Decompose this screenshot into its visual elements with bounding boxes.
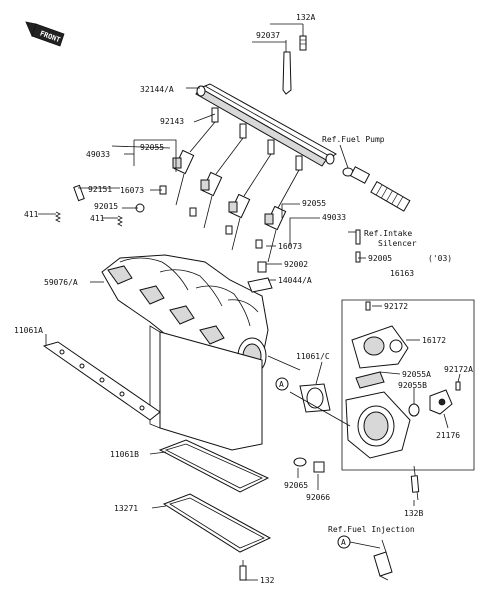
spring-411-left bbox=[55, 211, 61, 223]
throttle-body bbox=[345, 391, 411, 459]
label-92143: 92143 bbox=[160, 117, 184, 126]
callout-a-ref-label: A bbox=[341, 538, 346, 547]
fuel-injection-connector bbox=[373, 539, 393, 581]
label-49033-right: 49033 bbox=[322, 213, 346, 222]
label-49033-left: 49033 bbox=[86, 150, 110, 159]
year-note: ('03) bbox=[428, 254, 452, 263]
throttle-assembly-box bbox=[341, 299, 475, 471]
bolt-92151 bbox=[73, 184, 85, 202]
label-32144a: 32144/A bbox=[140, 85, 174, 94]
label-92055b: 92055B bbox=[398, 381, 427, 390]
ref-intake-line2: Silencer bbox=[378, 239, 417, 248]
label-92005: 92005 bbox=[368, 254, 392, 263]
label-21176: 21176 bbox=[436, 431, 460, 440]
callout-a-main-label: A bbox=[279, 380, 284, 389]
fuel-rail bbox=[195, 83, 337, 171]
label-16172: 16172 bbox=[422, 336, 446, 345]
pin-92037 bbox=[282, 40, 292, 95]
label-92172: 92172 bbox=[384, 302, 408, 311]
label-411-mid: 411 bbox=[90, 214, 105, 223]
label-14044a: 14044/A bbox=[278, 276, 312, 285]
bolt-132a bbox=[299, 30, 307, 51]
reference-labels: Ref.Fuel Pump Ref.Intake Silencer 92005 … bbox=[322, 135, 452, 534]
label-92015: 92015 bbox=[94, 202, 118, 211]
label-16073-top: 16073 bbox=[120, 186, 144, 195]
label-92172a: 92172A bbox=[444, 365, 473, 374]
callout-a-ref: A bbox=[337, 535, 351, 549]
callout-a-main: A bbox=[275, 377, 289, 391]
ref-fuel-pump: Ref.Fuel Pump bbox=[322, 135, 385, 144]
gasket-11061a bbox=[42, 341, 161, 421]
label-92002: 92002 bbox=[284, 260, 308, 269]
label-92037: 92037 bbox=[256, 31, 280, 40]
injector-3 bbox=[228, 193, 251, 251]
leader-lines bbox=[38, 23, 461, 581]
part-labels: 132A 92037 32144/A 92143 49033 92055 921… bbox=[14, 13, 473, 585]
gasket-11061b bbox=[158, 439, 270, 493]
label-11061c: 11061/C bbox=[296, 352, 330, 361]
plug-92066 bbox=[313, 461, 325, 473]
fuel-pump-fitting bbox=[339, 144, 411, 212]
injector-4 bbox=[264, 205, 287, 263]
label-11061a: 11061A bbox=[14, 326, 43, 335]
washer-92065 bbox=[293, 457, 307, 467]
ref-intake-line1: Ref.Intake bbox=[364, 229, 412, 238]
label-92065: 92065 bbox=[284, 481, 308, 490]
label-11061b: 11061B bbox=[110, 450, 139, 459]
label-92055-left: 92055 bbox=[140, 143, 164, 152]
clip-92005 bbox=[355, 251, 361, 263]
screw-92172a bbox=[455, 381, 461, 391]
ref-fuel-injection: Ref.Fuel Injection bbox=[328, 525, 415, 534]
gasket-92055a bbox=[355, 371, 385, 389]
oring-92055b bbox=[408, 403, 420, 417]
label-411-left: 411 bbox=[24, 210, 39, 219]
spring-411-mid bbox=[117, 215, 123, 227]
label-59076a: 59076/A bbox=[44, 278, 78, 287]
label-92066: 92066 bbox=[306, 493, 330, 502]
intake-ref-pin bbox=[355, 229, 361, 245]
label-132b: 132B bbox=[404, 509, 423, 518]
intake-manifold bbox=[101, 254, 269, 381]
screw-92172 bbox=[365, 301, 371, 311]
label-92055a: 92055A bbox=[402, 370, 431, 379]
label-132: 132 bbox=[260, 576, 275, 585]
label-13271: 13271 bbox=[114, 504, 138, 513]
label-92151: 92151 bbox=[88, 185, 112, 194]
label-16163: 16163 bbox=[390, 269, 414, 278]
bolt-132 bbox=[239, 560, 247, 581]
label-16073-bottom: 16073 bbox=[278, 242, 302, 251]
injector-1 bbox=[172, 149, 195, 206]
gasket-11061c bbox=[299, 383, 331, 413]
front-direction-tag: FRONT bbox=[25, 21, 65, 47]
sensor-21176 bbox=[429, 389, 453, 415]
sensor-14044a bbox=[247, 261, 273, 293]
label-92055-right: 92055 bbox=[302, 199, 326, 208]
bolt-132b bbox=[410, 465, 420, 501]
label-132a: 132A bbox=[296, 13, 315, 22]
cover-plate-13271 bbox=[162, 493, 272, 553]
injector-2 bbox=[200, 171, 223, 229]
actuator-16172 bbox=[351, 325, 409, 369]
